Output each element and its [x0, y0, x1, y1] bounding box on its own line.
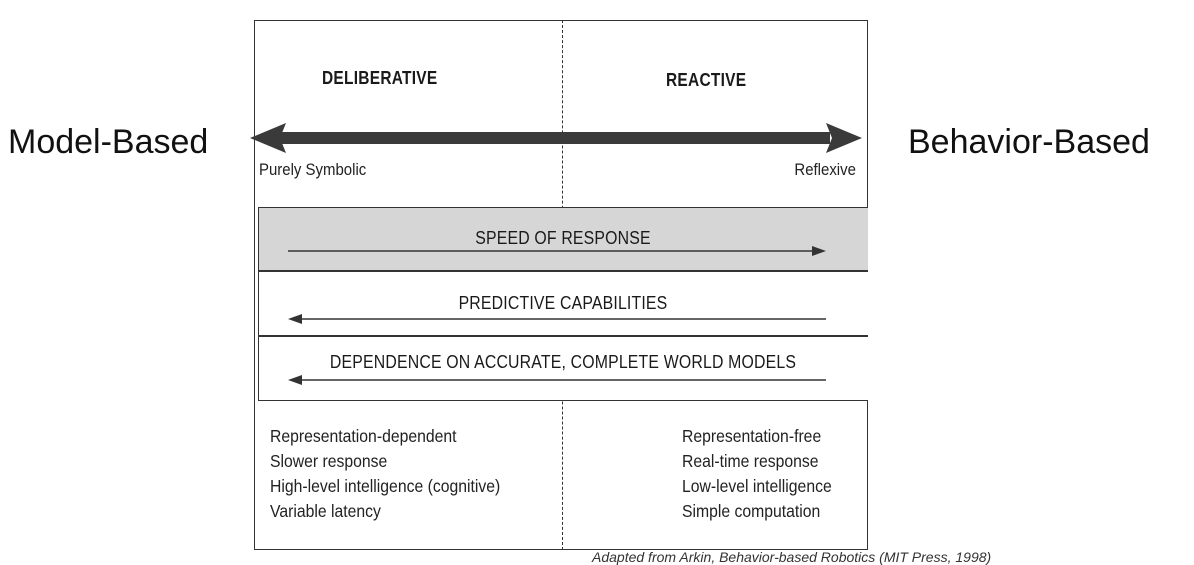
predictive-capabilities-band: [258, 271, 868, 336]
reactive-trait: Representation-free: [682, 426, 822, 446]
deliberative-trait: Variable latency: [270, 501, 381, 521]
deliberative-trait: High-level intelligence (cognitive): [270, 476, 501, 496]
spectrum-arrowhead-left: [250, 123, 286, 153]
world-models-dependence-band: [258, 336, 868, 401]
world-models-dependence-arrow: [288, 375, 826, 385]
world-models-dependence-label: DEPENDENCE ON ACCURATE, COMPLETE WORLD M…: [329, 352, 797, 372]
deliberative-trait: Slower response: [270, 451, 388, 471]
reactive-trait: Simple computation: [682, 501, 821, 521]
predictive-capabilities-arrow: [288, 314, 826, 324]
model-based-label: Model-Based: [8, 123, 209, 161]
reactive-header: REACTIVE: [666, 70, 747, 90]
reactive-trait: Low-level intelligence: [682, 476, 832, 496]
reactive-trait: Real-time response: [682, 451, 819, 471]
speed-of-response-arrow: [288, 246, 826, 256]
behavior-based-label: Behavior-Based: [908, 123, 1150, 161]
predictive-capabilities-label: PREDICTIVE CAPABILITIES: [458, 293, 668, 313]
spectrum-arrow-shaft: [278, 132, 830, 144]
spectrum-double-arrow: [250, 123, 862, 153]
speed-of-response-label: SPEED OF RESPONSE: [475, 228, 651, 248]
reactive-traits-list: Representation-free Real-time response L…: [682, 424, 848, 524]
deliberative-trait: Representation-dependent: [270, 426, 457, 446]
reflexive-label: Reflexive: [794, 160, 856, 179]
speed-of-response-band: [258, 207, 868, 271]
purely-symbolic-label: Purely Symbolic: [259, 160, 367, 179]
deliberative-header: DELIBERATIVE: [322, 68, 438, 88]
deliberative-traits-list: Representation-dependent Slower response…: [270, 424, 526, 524]
source-caption: Adapted from Arkin, Behavior-based Robot…: [592, 549, 992, 565]
spectrum-arrowhead-right: [826, 123, 862, 153]
